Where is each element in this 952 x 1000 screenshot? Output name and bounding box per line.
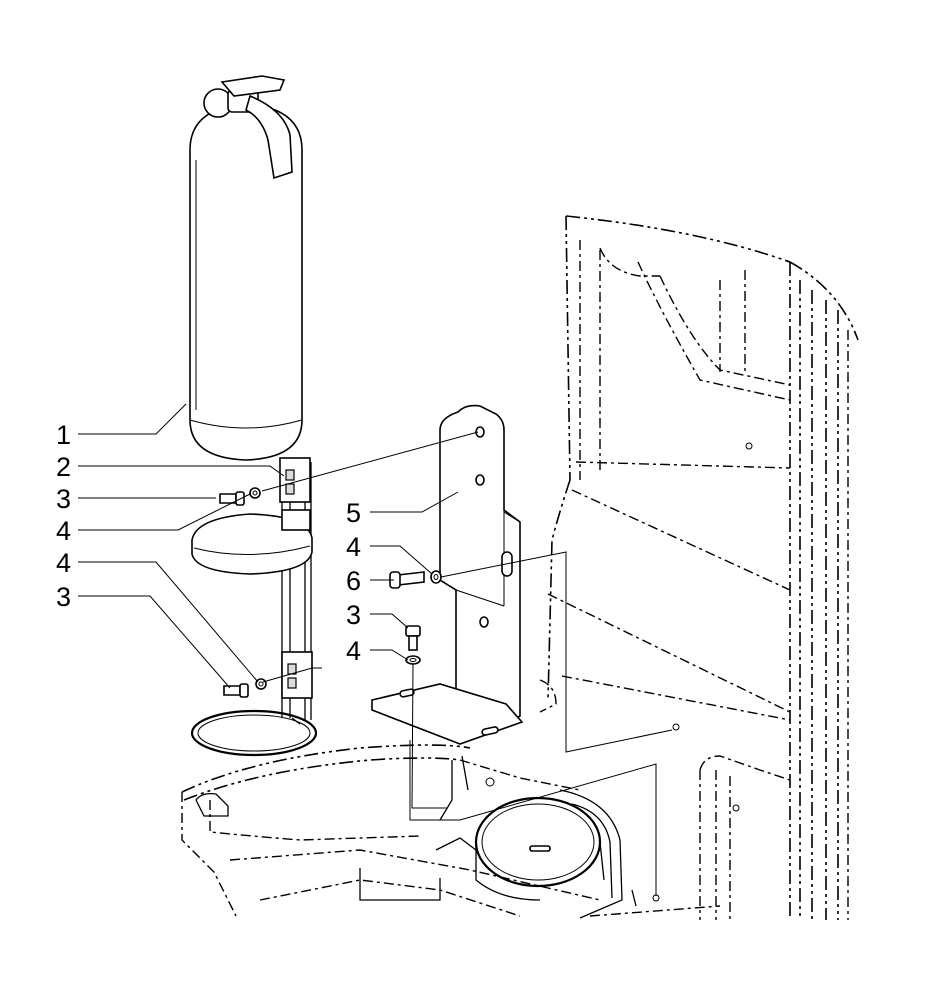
callout-3-lower: 3 (56, 582, 71, 612)
callout-labels: 1 2 3 4 4 3 5 4 6 3 4 (56, 420, 361, 666)
callout-4-bracket: 4 (346, 532, 361, 562)
bracket-hardware (389, 570, 442, 665)
mounting-bracket (371, 404, 524, 745)
callout-4-washer: 4 (346, 636, 361, 666)
extinguisher-holder (190, 457, 318, 757)
leader-lines (78, 403, 459, 689)
callout-4-upper: 4 (56, 516, 71, 546)
holder-hardware (219, 487, 267, 698)
callout-6: 6 (346, 566, 361, 596)
callout-3-upper: 3 (56, 484, 71, 514)
assembly-guide-lines (261, 431, 673, 896)
callout-3-bracket: 3 (346, 600, 361, 630)
vehicle-floor-tray (181, 744, 721, 919)
callout-1: 1 (56, 420, 71, 450)
callout-5: 5 (346, 498, 361, 528)
callout-2: 2 (56, 452, 71, 482)
callout-4-lower: 4 (56, 548, 71, 578)
fire-extinguisher (189, 75, 303, 461)
vehicle-body-panel (539, 215, 859, 920)
